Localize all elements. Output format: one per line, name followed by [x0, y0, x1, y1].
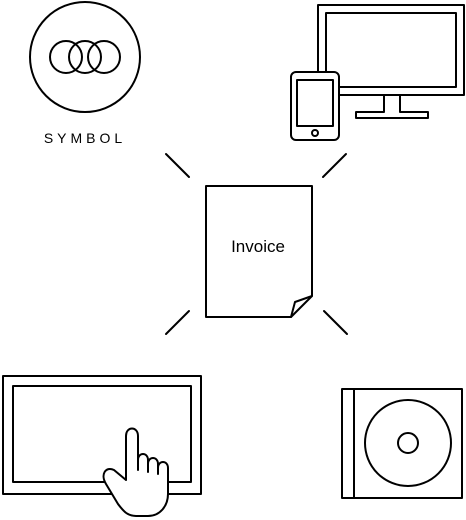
symbol-logo-label: SYMBOL: [44, 130, 126, 146]
symbol-logo-icon: [29, 1, 141, 113]
connector-lines: [165, 153, 348, 335]
monitor-and-phone-icon: [290, 4, 465, 141]
connector-line-top-right: [322, 153, 347, 178]
invoice-document-label: Invoice: [231, 237, 285, 256]
touchscreen-tap-icon: [2, 375, 202, 517]
connector-line-bottom-right: [323, 310, 348, 335]
connector-line-bottom-left: [165, 310, 190, 335]
invoice-document-icon: [205, 185, 313, 318]
disc-case-icon: [341, 388, 463, 499]
connector-line-top-left: [165, 153, 190, 178]
